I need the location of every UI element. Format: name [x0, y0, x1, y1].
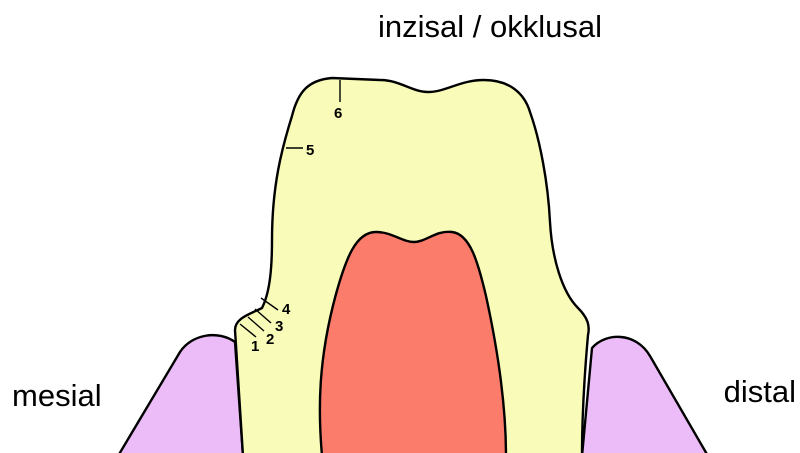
tooth-pulp	[320, 232, 506, 453]
distal-gingiva	[582, 337, 708, 453]
marker-4: 4	[282, 301, 291, 318]
label-incisal-occlusal: inzisal / okklusal	[378, 9, 602, 44]
label-distal: distal	[724, 374, 796, 409]
marker-6: 6	[334, 105, 342, 122]
mesial-gingiva	[118, 335, 243, 453]
marker-5: 5	[306, 142, 314, 159]
marker-2: 2	[266, 331, 274, 348]
marker-1: 1	[251, 338, 259, 355]
marker-3: 3	[275, 318, 283, 335]
label-mesial: mesial	[12, 378, 102, 413]
